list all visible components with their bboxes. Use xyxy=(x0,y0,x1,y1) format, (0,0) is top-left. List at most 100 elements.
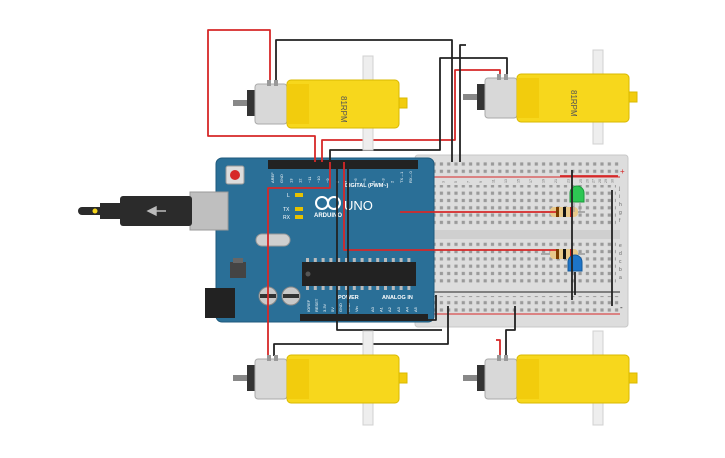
top-pin-label: RX←0 xyxy=(408,170,413,183)
usb-port xyxy=(189,191,229,231)
digital-header xyxy=(268,160,418,169)
arduino-model: UNO xyxy=(344,198,373,213)
column-number: 21 xyxy=(554,179,558,183)
bottom-pin-label: A5 xyxy=(413,306,418,312)
bottom-pin-label: A4 xyxy=(404,306,409,312)
wire-red-top-right-motor xyxy=(321,69,501,162)
top-pin-label: ~9 xyxy=(325,178,330,183)
top-pin-label: 13 xyxy=(288,178,293,183)
bottom-pin-label: 3.3V xyxy=(322,303,327,312)
row-letter: d xyxy=(619,251,622,257)
motor-label: 81RPM xyxy=(339,96,348,123)
top-pin-label: 2 xyxy=(390,180,395,183)
microcontroller-chip-icon xyxy=(302,262,416,286)
column-number: 5 xyxy=(454,181,458,183)
wire-black-bottom-right-motor xyxy=(505,306,516,358)
row-letter: b xyxy=(619,267,622,273)
top-pin-label: ~10 xyxy=(316,175,321,183)
wire-black-analog xyxy=(336,162,442,331)
led-label-tx: TX xyxy=(283,207,290,213)
wire-black-bottom-left-motor xyxy=(273,306,449,356)
bottom-pin-label: 5V xyxy=(330,307,335,312)
motor-bottom-right xyxy=(463,330,638,426)
analog-label: ANALOG IN xyxy=(382,295,413,301)
top-pin-label: 7 xyxy=(344,180,349,183)
row-letter: g xyxy=(619,210,622,216)
bottom-pin-label: A2 xyxy=(387,306,392,312)
top-pin-label: ~5 xyxy=(362,178,367,183)
column-number: 13 xyxy=(504,179,508,183)
breadboard-top-rail xyxy=(422,160,620,176)
top-pin-label: 4 xyxy=(371,180,376,183)
rail-plus-top: + xyxy=(620,167,625,176)
breadboard-upper-block xyxy=(428,185,616,227)
usb-plug-icon xyxy=(78,196,192,226)
top-pin-label: ~6 xyxy=(353,178,358,183)
column-number: 11 xyxy=(492,179,496,183)
bottom-pin-label: A1 xyxy=(379,306,384,312)
wire-black-gnd xyxy=(347,162,437,321)
wire-red-bottom-left-motor xyxy=(267,162,331,356)
led-green xyxy=(569,185,585,212)
wire-red-resistor-bottom xyxy=(343,162,556,251)
wire-red-top-left-motor xyxy=(207,29,316,162)
column-number: 29 xyxy=(604,179,608,183)
bottom-pin-label: A0 xyxy=(370,306,375,312)
bottom-pin-label: IOREF xyxy=(306,299,311,312)
breadboard-trench xyxy=(420,230,620,239)
wires xyxy=(207,29,618,358)
motors-layer: 81RPM 81RPM xyxy=(233,49,638,426)
top-pin-label: GND xyxy=(279,174,284,183)
column-number: 9 xyxy=(479,181,483,183)
arduino-brand: ARDUINO xyxy=(314,213,342,219)
row-letter: e xyxy=(619,243,622,249)
column-number: 23 xyxy=(567,179,571,183)
top-pin-label: ~11 xyxy=(307,176,312,183)
led-label-l: L xyxy=(287,193,290,199)
row-letter: f xyxy=(619,218,621,224)
wire-red-bottom-right-motor xyxy=(496,339,501,358)
motor-bottom-left xyxy=(233,330,408,426)
wire-black-top-left-motor xyxy=(275,39,453,162)
top-pin-label: TX→1 xyxy=(399,171,404,183)
top-pin-label: ~3 xyxy=(380,178,385,183)
column-number: 28 xyxy=(598,179,602,183)
motor-top-left: 81RPM xyxy=(233,55,408,151)
column-number: 15 xyxy=(517,179,521,183)
column-number: 25 xyxy=(579,179,583,183)
column-number: 3 xyxy=(442,181,446,183)
wire-black-top-right-motor xyxy=(329,57,508,162)
top-pin-label: 12 xyxy=(298,178,303,183)
column-number: 17 xyxy=(529,179,533,183)
power-jack-icon xyxy=(205,288,235,318)
bottom-pin-label: Vin xyxy=(354,306,359,312)
column-number: 27 xyxy=(592,179,596,183)
crystal-oscillator xyxy=(255,233,291,247)
wire-black-top-right-motor-2 xyxy=(459,44,466,162)
column-number: 19 xyxy=(542,179,546,183)
column-number: 26 xyxy=(585,179,589,183)
breadboard-bottom-rail xyxy=(422,296,620,312)
voltage-regulator xyxy=(230,262,246,278)
row-letter: j xyxy=(618,186,620,192)
row-letter: c xyxy=(619,259,622,265)
bottom-pin-label: GND xyxy=(338,303,343,312)
motor-label: 81RPM xyxy=(569,90,578,117)
status-leds: L TX RX xyxy=(283,193,303,221)
reset-button-icon xyxy=(230,170,240,180)
arduino-logo: ARDUINO UNO xyxy=(314,196,373,219)
led-label-rx: RX xyxy=(283,215,291,221)
column-number: 30 xyxy=(610,179,614,183)
top-pin-label: AREF xyxy=(270,172,275,183)
motor-top-right: 81RPM xyxy=(463,49,638,145)
row-letter: h xyxy=(619,202,622,208)
row-letter: a xyxy=(619,275,622,281)
chip-legs xyxy=(306,258,411,290)
digital-label: DIGITAL (PWM~) xyxy=(345,183,389,189)
